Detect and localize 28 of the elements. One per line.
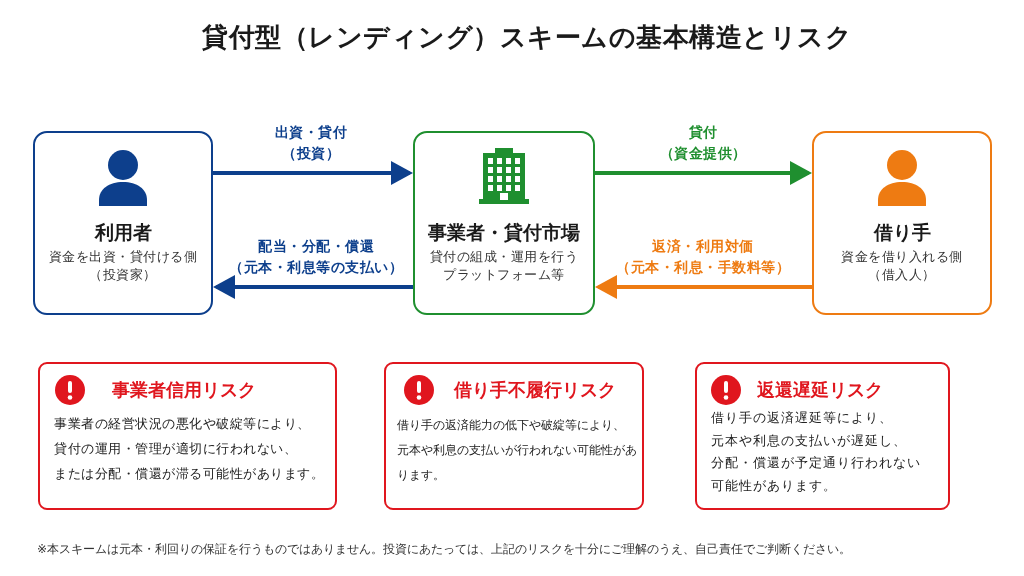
arrow [213, 275, 413, 299]
title: 貸付型（レンディング）スキームの基本構造とリスク [202, 21, 852, 54]
box-description: 借り手の返済能力の低下や破綻等により、元本や利息の支払いが行われない可能性があります。 [397, 417, 638, 484]
risk-box [384, 362, 644, 510]
footnote: ※本スキームは元本・利回りの保証を行うものではありません。投資にあたっては、上記のリスクを十分にご理解のうえ、自己責任でご判断ください。 [37, 541, 852, 558]
box-description: 貸付の組成・運用を行うプラットフォーム等 [429, 248, 579, 284]
box-description: 事業者の経営状況の悪化や破綻等により、貸付の運用・管理が適切に行われない、または分配・償還が滞る可能性があります。 [54, 415, 325, 483]
box-title: 事業者・貸付市場 [428, 220, 580, 244]
arrow [595, 275, 812, 299]
box-description: 資金を借り入れる側（借入人） [840, 248, 964, 284]
box-title: 事業者信用リスク [112, 379, 256, 401]
box-title: 返還遅延リスク [757, 379, 883, 401]
actor-box [812, 131, 992, 315]
edge-label: 出資・貸付（投資） [274, 123, 348, 163]
box-description: 借り手の返済遅延等により、元本や利息の支払いが遅延し、分配・償還が予定通り行われない可能性があります。 [711, 409, 922, 495]
arrow [213, 161, 413, 185]
risk-box [38, 362, 337, 510]
edge-label: 配当・分配・償還（元本・利息等の支払い） [228, 237, 404, 277]
box-title: 借り手不履行リスク [454, 379, 616, 401]
box-description: 資金を出資・貸付ける側（投資家） [48, 248, 198, 284]
actor-box [33, 131, 213, 315]
arrow [595, 161, 812, 185]
actor-box [413, 131, 595, 315]
edge-label: 貸付（資金提供） [659, 123, 747, 163]
risk-box [695, 362, 950, 510]
box-title: 利用者 [94, 220, 152, 244]
edge-label: 返済・利用対価（元本・利息・手数料等） [615, 237, 791, 277]
box-title: 借り手 [873, 220, 931, 244]
